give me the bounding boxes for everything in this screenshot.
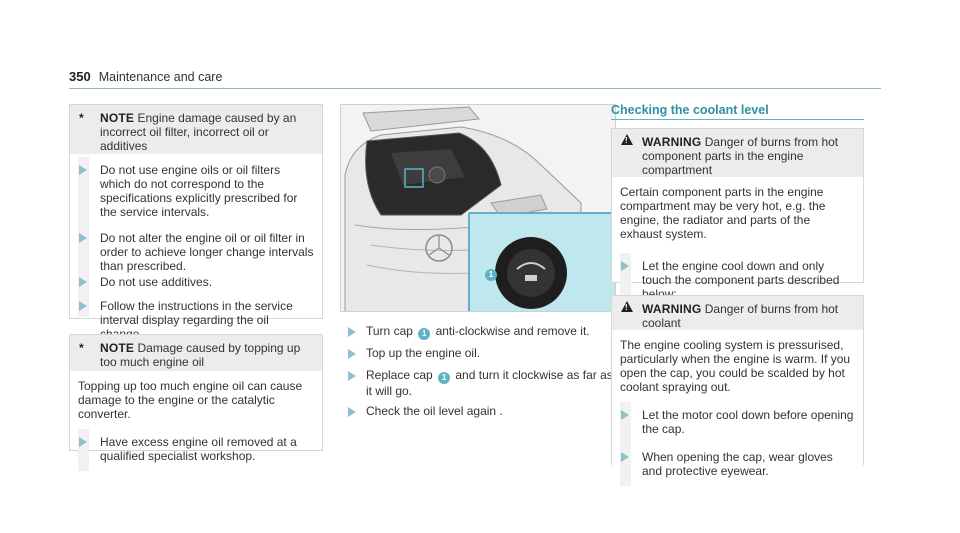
step-text: When opening the cap, wear gloves and pr… — [642, 450, 833, 478]
step-text: Do not alter the engine oil or oil filte… — [100, 231, 314, 273]
warning-paragraph: Certain component parts in the engine co… — [620, 185, 826, 241]
section-name: Maintenance and care — [98, 70, 223, 84]
step-text: Do not use engine oils or oil filters wh… — [100, 163, 298, 219]
step-arrow-icon — [79, 277, 87, 287]
step-text: Do not use additives. — [100, 275, 213, 289]
section-rule — [611, 119, 864, 120]
notice-icon: * — [79, 111, 84, 125]
list-item: When opening the cap, wear gloves and pr… — [612, 444, 863, 486]
step-arrow-icon — [621, 410, 629, 420]
step-text: Top up the engine oil. — [366, 346, 481, 360]
engine-compartment-figure: 1 — [340, 104, 616, 312]
list-item: Do not use engine oils or oil filters wh… — [70, 157, 322, 225]
list-item: Replace cap 1 and turn it clockwise as f… — [340, 368, 620, 398]
callout-badge: 1 — [418, 328, 431, 340]
note-keyword: NOTE — [100, 341, 135, 355]
list-item: Turn cap 1 anti-clockwise and remove it. — [340, 324, 620, 340]
note-paragraph: Topping up too much engine oil can cause… — [78, 379, 303, 421]
list-item: Let the engine cool down and only touch … — [612, 253, 863, 309]
list-item: Follow the instructions in the service i… — [70, 293, 322, 341]
engine-compartment-illustration — [341, 105, 615, 311]
note-title: Engine damage caused by an incorrect oil… — [100, 111, 297, 153]
step-text: Turn cap — [366, 324, 417, 338]
list-item: Have excess engine oil removed at a qual… — [70, 429, 322, 471]
warning-header: WARNING Danger of burns from hot coolant — [612, 296, 863, 330]
section-heading: Checking the coolant level — [611, 103, 769, 117]
warning-hot-coolant: WARNING Danger of burns from hot coolant… — [611, 295, 864, 486]
step-text: Replace cap — [366, 368, 437, 382]
step-arrow-icon — [79, 233, 87, 243]
note-engine-damage: * NOTE Engine damage caused by an incorr… — [69, 104, 323, 341]
step-arrow-icon — [79, 165, 87, 175]
page-header: 350 Maintenance and care — [69, 69, 223, 85]
callout-badge: 1 — [485, 269, 497, 281]
step-arrow-icon — [621, 261, 629, 271]
step-arrow-icon — [348, 407, 356, 417]
warning-icon — [621, 301, 633, 312]
step-text: Check the oil level again . — [366, 404, 503, 418]
note-title: Damage caused by topping up too much eng… — [100, 341, 301, 369]
step-arrow-icon — [79, 437, 87, 447]
step-arrow-icon — [348, 349, 356, 359]
note-oil-overfill: * NOTE Damage caused by topping up too m… — [69, 334, 323, 471]
warning-keyword: WARNING — [642, 135, 702, 149]
warning-icon — [621, 134, 633, 145]
header-rule — [69, 88, 881, 89]
step-text: Have excess engine oil removed at a qual… — [100, 435, 297, 463]
list-item: Let the motor cool down before opening t… — [612, 402, 863, 444]
callout-badge: 1 — [438, 372, 451, 384]
step-arrow-icon — [348, 327, 356, 337]
step-arrow-icon — [621, 452, 629, 462]
note-header: * NOTE Damage caused by topping up too m… — [70, 335, 322, 371]
note-keyword: NOTE — [100, 111, 135, 125]
list-item: Do not alter the engine oil or oil filte… — [70, 225, 322, 273]
step-text: Let the motor cool down before opening t… — [642, 408, 854, 436]
list-item: Check the oil level again . — [340, 404, 620, 418]
warning-title: Danger of burns from hot coolant — [642, 302, 839, 330]
step-text: anti-clockwise and remove it. — [432, 324, 590, 338]
warning-title: Danger of burns from hot component parts… — [642, 135, 839, 177]
page-number: 350 — [69, 69, 91, 84]
notice-icon: * — [79, 341, 84, 355]
note-header: * NOTE Engine damage caused by an incorr… — [70, 105, 322, 154]
warning-header: WARNING Danger of burns from hot compone… — [612, 129, 863, 177]
step-arrow-icon — [348, 371, 356, 381]
step-text: Let the engine cool down and only touch … — [642, 259, 840, 301]
list-item: Top up the engine oil. — [340, 346, 620, 360]
warning-paragraph: The engine cooling system is pressurised… — [620, 338, 851, 394]
warning-hot-components: WARNING Danger of burns from hot compone… — [611, 128, 864, 309]
step-text: and turn it clockwise as far as it will … — [366, 368, 613, 398]
warning-keyword: WARNING — [642, 302, 702, 316]
step-arrow-icon — [79, 301, 87, 311]
list-item: Do not use additives. — [70, 269, 322, 293]
